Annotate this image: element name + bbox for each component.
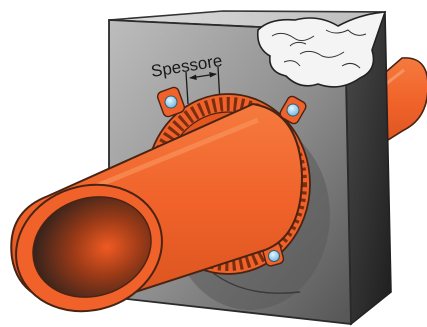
- bolt-clamp-icon: [287, 104, 299, 116]
- bolt-clamp-icon: [165, 96, 177, 108]
- bolt-clamp-icon: [269, 251, 280, 262]
